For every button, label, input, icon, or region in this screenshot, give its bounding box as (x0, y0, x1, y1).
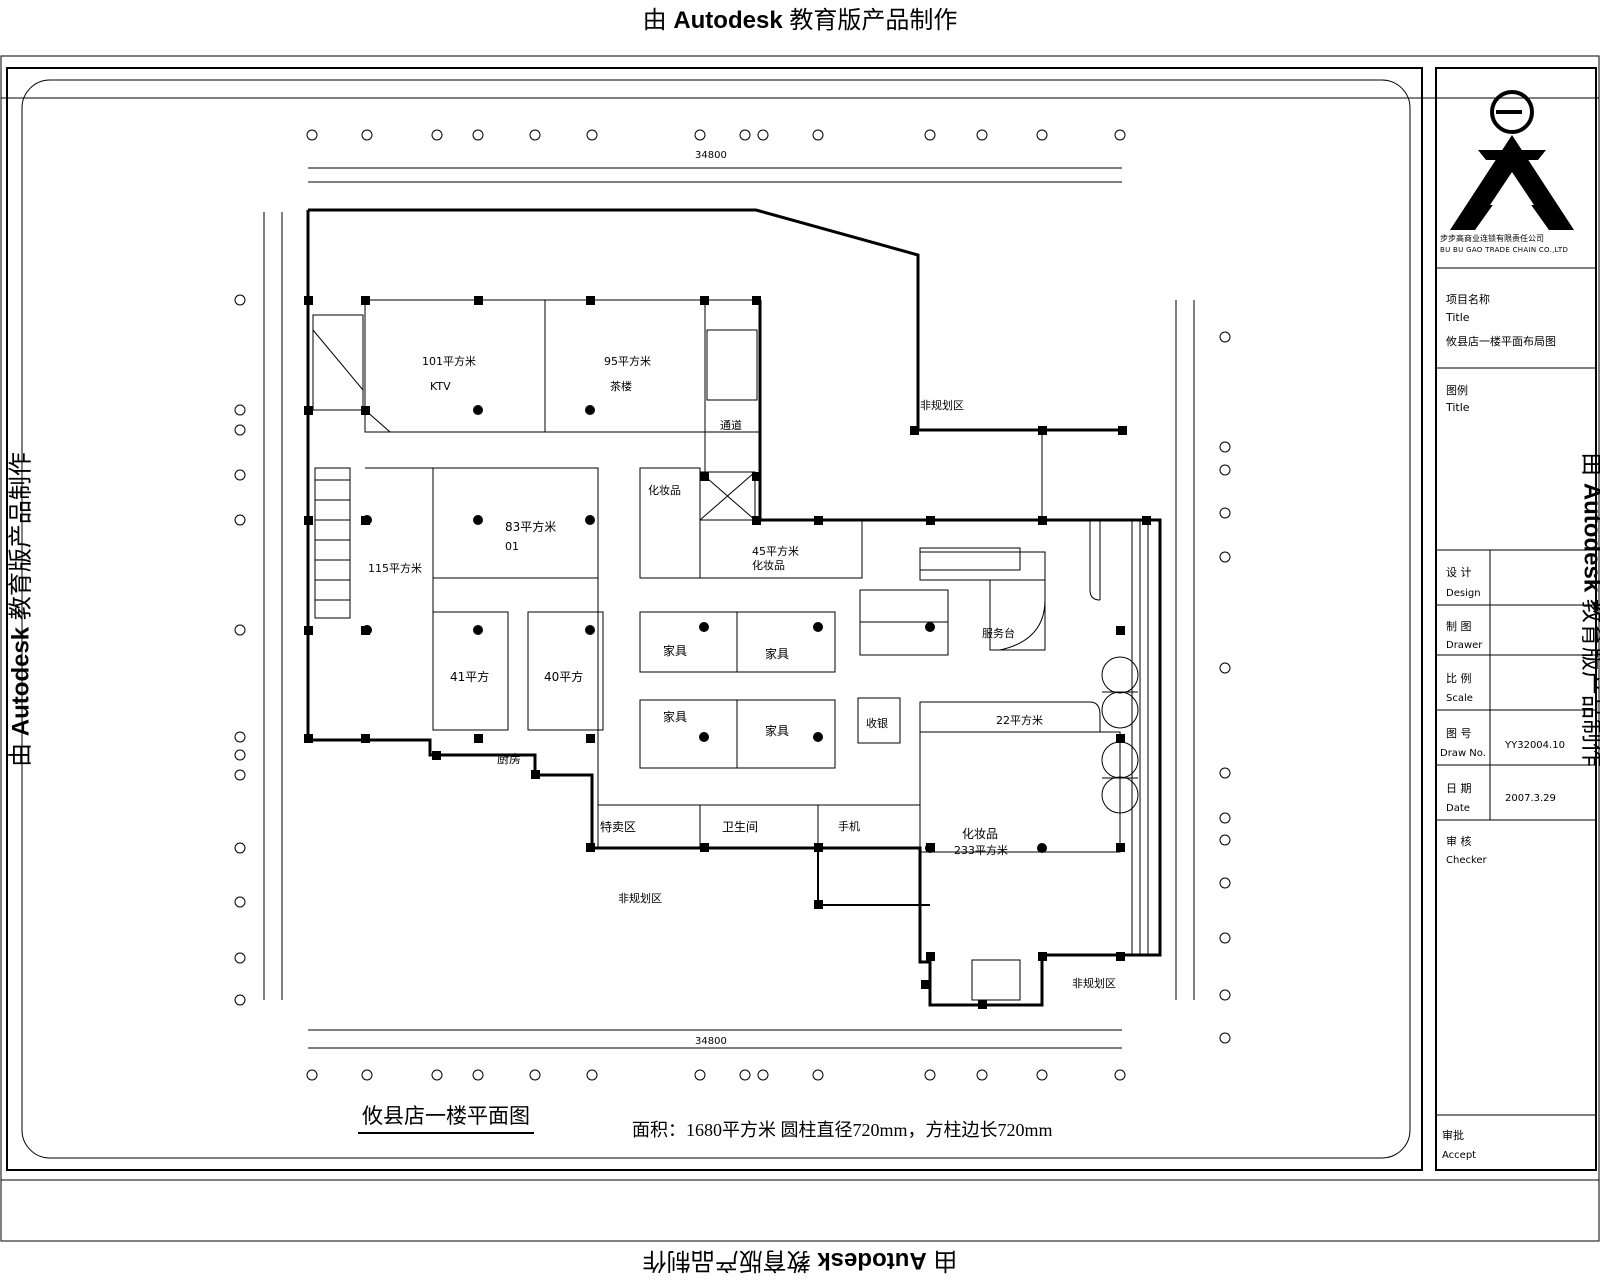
checker-label-en: Checker (1446, 855, 1487, 866)
accept-label-cn: 审批 (1442, 1127, 1464, 1143)
sheet-outer-border (1, 56, 1599, 1241)
columns (304, 296, 1151, 1009)
room-45-label: 化妆品 (752, 557, 785, 573)
room-furniture-4: 家具 (765, 722, 789, 739)
drawno-label-cn: 图 号 (1446, 725, 1472, 741)
drawer-label-en: Drawer (1446, 640, 1482, 651)
room-furniture-1: 家具 (663, 642, 687, 659)
grid-bubbles-top (307, 130, 1125, 140)
scale-label-cn: 比 例 (1446, 670, 1472, 686)
overall-dimension-top: 34800 (695, 150, 727, 161)
legend-label-en: Title (1446, 401, 1470, 414)
drawer-label-cn: 制 图 (1446, 618, 1472, 634)
drawing-frame (7, 68, 1422, 1170)
room-service-desk: 服务台 (982, 625, 1015, 641)
room-tea-area: 95平方米 (604, 353, 651, 369)
room-passage: 通道 (720, 417, 742, 433)
project-label-en: Title (1446, 311, 1470, 324)
room-ktv-label: KTV (430, 380, 451, 393)
project-label-cn: 项目名称 (1446, 291, 1490, 307)
room-83-label: 01 (505, 540, 519, 553)
design-label-en: Design (1446, 588, 1481, 599)
zone-non-plan-right: 非规划区 (1072, 975, 1116, 991)
room-cashier: 收银 (866, 715, 888, 731)
room-cosmetics-small: 化妆品 (648, 482, 681, 498)
room-cosmetics-large-area: 233平方米 (954, 842, 1008, 858)
checker-label-cn: 审 核 (1446, 833, 1472, 849)
inner-rounded-frame (22, 80, 1410, 1158)
zone-non-plan-bottom: 非规划区 (618, 890, 662, 906)
room-restroom: 卫生间 (722, 818, 758, 835)
company-logo (1450, 92, 1574, 230)
scale-label-en: Scale (1446, 693, 1473, 704)
date-label-en: Date (1446, 803, 1470, 814)
room-cosmetics-large: 化妆品 (962, 825, 998, 842)
grid-bubbles-left (235, 295, 245, 1005)
room-phone: 手机 (838, 818, 860, 834)
date-label-cn: 日 期 (1446, 780, 1472, 796)
grid-bubbles-bottom (307, 1070, 1125, 1080)
room-83-area: 83平方米 (505, 518, 556, 535)
date-value: 2007.3.29 (1505, 793, 1556, 804)
company-name: 步步高商业连锁有限责任公司 (1440, 233, 1544, 244)
room-41-area: 41平方 (450, 668, 489, 685)
project-value: 攸县店一楼平面布局图 (1446, 333, 1556, 349)
plan-note: 面积：1680平方米 圆柱直径720mm，方柱边长720mm (632, 1116, 1053, 1142)
drawno-value: YY32004.10 (1505, 740, 1565, 751)
grid-bubbles-right (1220, 332, 1230, 1043)
room-40-area: 40平方 (544, 668, 583, 685)
zone-non-plan-top: 非规划区 (920, 397, 964, 413)
room-115-area: 115平方米 (368, 560, 422, 576)
room-furniture-2: 家具 (765, 645, 789, 662)
accept-label-en: Accept (1442, 1150, 1476, 1161)
room-kitchen: 厨房 (497, 750, 521, 767)
room-special-sale: 特卖区 (600, 818, 636, 835)
room-furniture-3: 家具 (663, 708, 687, 725)
room-ktv-area: 101平方米 (422, 353, 476, 369)
design-label-cn: 设 计 (1446, 564, 1472, 580)
room-22-area: 22平方米 (996, 712, 1043, 728)
plan-title: 攸县店一楼平面图 (358, 1100, 534, 1134)
room-tea-label: 茶楼 (610, 378, 632, 394)
drawno-label-en: Draw No. (1440, 748, 1486, 759)
company-name-en: BU BU GAO TRADE CHAIN CO.,LTD (1440, 246, 1568, 254)
legend-label-cn: 图例 (1446, 382, 1468, 398)
overall-dimension-bottom: 34800 (695, 1036, 727, 1047)
